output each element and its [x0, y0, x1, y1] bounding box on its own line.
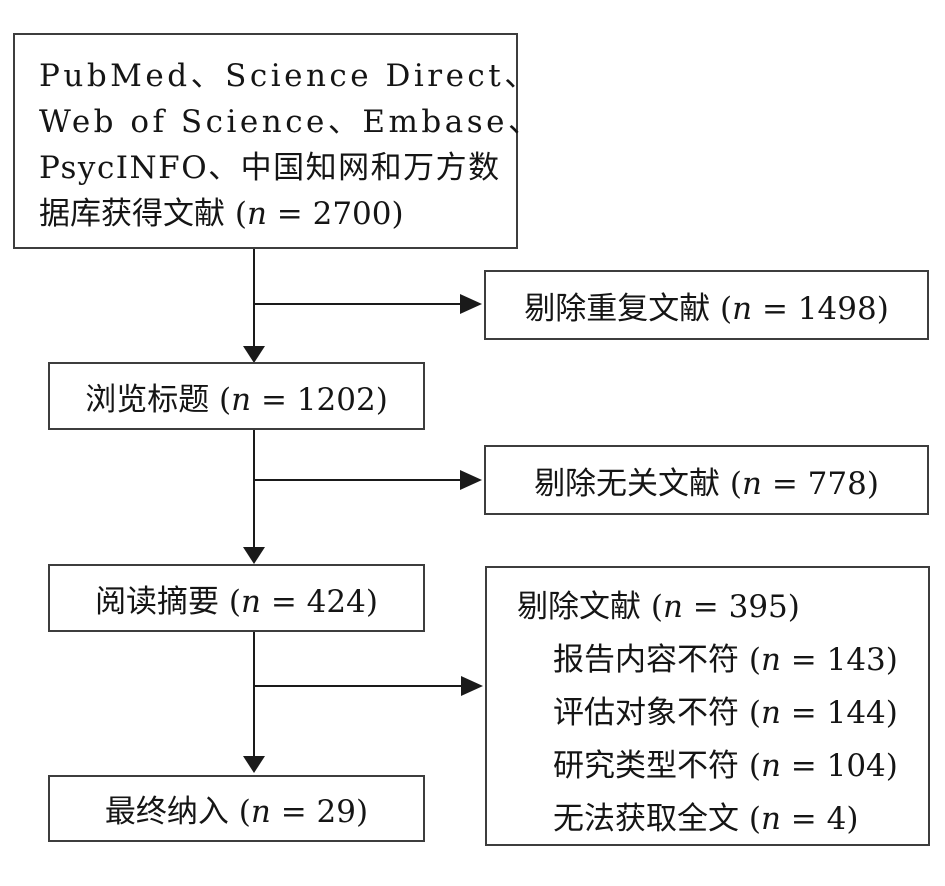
box-abstracts-read: 阅读摘要 (n = 424) [48, 564, 425, 632]
box-duplicates-removed: 剔除重复文献 (n = 1498) [484, 270, 929, 340]
excluded-reason-line: 评估对象不符 (n = 144) [517, 687, 920, 740]
box-databases-identified: PubMed、Science Direct、 Web of Science、Em… [13, 33, 543, 249]
connector-irrelevant-branch [254, 479, 460, 481]
source-line-1: PubMed、Science Direct、 [39, 58, 539, 94]
abstracts-post: = 424) [260, 583, 378, 620]
n-variable: n [760, 642, 781, 678]
irrelevant-post: = 778) [761, 465, 879, 502]
n-variable: n [732, 290, 753, 327]
abstracts-pre: 阅读摘要 ( [95, 583, 242, 620]
arrowhead-to-title-screen [243, 346, 265, 363]
arrowhead-to-duplicates [460, 294, 482, 314]
connector-source-down [253, 249, 255, 348]
arrowhead-to-final [243, 756, 265, 773]
irrelevant-pre: 剔除无关文献 ( [534, 465, 743, 502]
source-line-4-post: = 2700) [266, 196, 404, 232]
excluded-reason-line: 报告内容不符 (n = 143) [517, 634, 920, 687]
reason-post: = 143) [780, 642, 898, 678]
abstracts-label: 阅读摘要 (n = 424) [95, 576, 378, 621]
box-titles-screened: 浏览标题 (n = 1202) [48, 362, 425, 430]
n-variable: n [742, 465, 762, 502]
irrelevant-label: 剔除无关文献 (n = 778) [534, 458, 879, 503]
reason-pre: 研究类型不符 ( [553, 748, 761, 784]
reason-post: = 144) [780, 695, 898, 731]
arrowhead-to-abstract-read [243, 547, 265, 564]
reason-pre: 评估对象不符 ( [553, 695, 761, 731]
arrowhead-to-excluded [461, 676, 483, 696]
titles-post: = 1202) [251, 381, 388, 418]
n-variable: n [231, 381, 252, 418]
source-line-3: PsycINFO、中国知网和万方数 [39, 150, 501, 186]
final-label: 最终纳入 (n = 29) [105, 786, 368, 831]
arrowhead-to-irrelevant [460, 470, 482, 490]
duplicates-label: 剔除重复文献 (n = 1498) [524, 283, 889, 328]
duplicates-pre: 剔除重复文献 ( [524, 290, 733, 327]
box-irrelevant-removed: 剔除无关文献 (n = 778) [484, 445, 929, 515]
final-pre: 最终纳入 ( [104, 794, 251, 830]
reason-pre: 报告内容不符 ( [553, 642, 761, 678]
titles-pre: 浏览标题 ( [85, 381, 232, 418]
n-variable: n [250, 794, 271, 830]
n-variable: n [241, 583, 261, 620]
excluded-total-line: 剔除文献 (n = 395) [517, 581, 920, 634]
reason-post: = 104) [780, 748, 898, 784]
n-variable: n [760, 801, 781, 837]
n-variable: n [760, 748, 781, 784]
n-variable: n [760, 695, 781, 731]
connector-title-down [253, 430, 255, 547]
connector-excluded-branch [254, 685, 461, 687]
reason-post: = 4) [780, 801, 859, 837]
n-variable: n [246, 196, 267, 232]
excluded-post: = 395) [682, 589, 800, 625]
final-post: = 29) [270, 794, 369, 830]
excluded-reason-line: 无法获取全文 (n = 4) [517, 793, 920, 846]
connector-abstract-down [253, 632, 255, 756]
connector-duplicates-branch [254, 303, 460, 305]
excluded-pre: 剔除文献 ( [517, 589, 663, 625]
source-line-2: Web of Science、Embase、 [39, 104, 543, 140]
titles-label: 浏览标题 (n = 1202) [85, 374, 388, 419]
n-variable: n [662, 589, 683, 625]
box-excluded-reasons: 剔除文献 (n = 395) 报告内容不符 (n = 143) 评估对象不符 (… [485, 566, 930, 846]
box-final-included: 最终纳入 (n = 29) [48, 775, 425, 842]
excluded-reason-line: 研究类型不符 (n = 104) [517, 740, 920, 793]
duplicates-post: = 1498) [752, 290, 889, 327]
source-line-4: 据库获得文献 (n = 2700) [39, 191, 500, 237]
source-line-4-pre: 据库获得文献 ( [39, 196, 247, 232]
reason-pre: 无法获取全文 ( [553, 801, 761, 837]
